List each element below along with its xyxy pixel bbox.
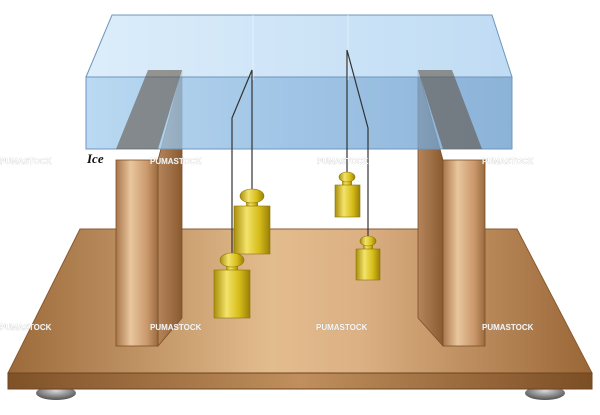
watermark: PUMASTOCK xyxy=(0,323,52,332)
wire-right xyxy=(346,49,369,244)
weight-large-front xyxy=(213,252,251,319)
weight-small-front xyxy=(355,235,381,281)
watermark: PUMASTOCK xyxy=(482,157,534,166)
watermark: PUMASTOCK xyxy=(317,157,369,166)
weight-large-back xyxy=(233,188,271,255)
weight-small-back xyxy=(334,171,361,218)
wire-left xyxy=(231,69,253,262)
watermark: PUMASTOCK xyxy=(0,157,52,166)
ice-block xyxy=(85,14,513,150)
watermark: PUMASTOCK xyxy=(150,157,202,166)
base-board-front xyxy=(7,372,593,390)
watermark: PUMASTOCK xyxy=(316,323,368,332)
ice-label: Ice xyxy=(86,151,104,166)
base-board-top xyxy=(7,228,593,374)
watermark: PUMASTOCK xyxy=(482,323,534,332)
watermark: PUMASTOCK xyxy=(150,323,202,332)
